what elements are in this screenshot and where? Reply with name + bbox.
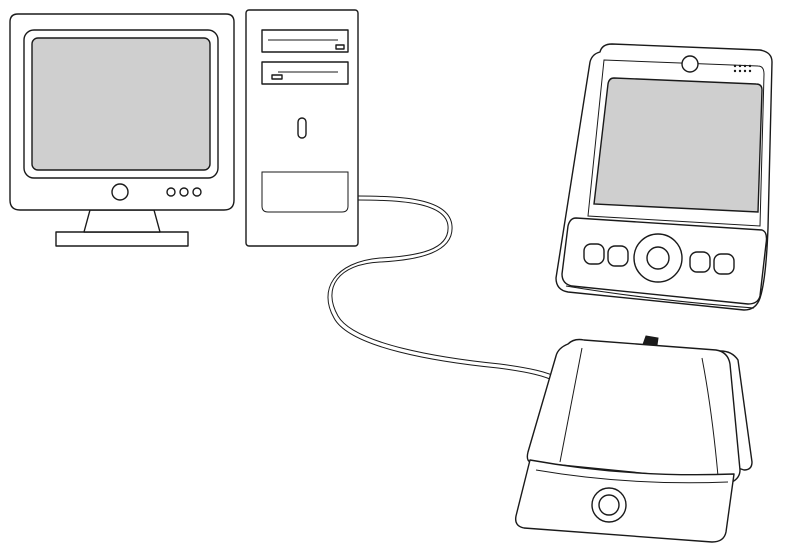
monitor-power-button: [111, 183, 129, 201]
tower-floppy-drive: [261, 61, 349, 85]
handheld-stylus-top: [681, 55, 699, 73]
monitor-screen: [31, 37, 211, 171]
monitor-control-button-1: [166, 187, 176, 197]
monitor-base: [55, 231, 189, 247]
cradle-sync-button-inner: [598, 494, 620, 516]
handheld-screen: [593, 77, 763, 213]
tower-optical-drive: [261, 29, 349, 53]
tower-floppy-button: [271, 74, 283, 80]
handheld-app-button-4: [713, 253, 735, 275]
monitor-control-button-3: [192, 187, 202, 197]
handheld-nav-select: [646, 246, 670, 270]
usb-cable: [327, 195, 559, 383]
handheld-app-button-2: [607, 245, 629, 267]
monitor-neck: [83, 209, 161, 233]
handheld-app-button-3: [689, 251, 711, 273]
handheld-device: [555, 43, 773, 311]
desktop-tower: [245, 9, 359, 247]
monitor: [9, 13, 235, 247]
tower-power-button: [297, 117, 307, 139]
tower-drive-button: [335, 44, 345, 50]
handheld-speaker-grille: [733, 64, 752, 73]
monitor-control-button-2: [179, 187, 189, 197]
handheld-app-button-1: [583, 243, 605, 265]
usb-cable-line: [331, 195, 559, 379]
cradle: [514, 338, 753, 543]
cradle-body: [526, 338, 741, 483]
